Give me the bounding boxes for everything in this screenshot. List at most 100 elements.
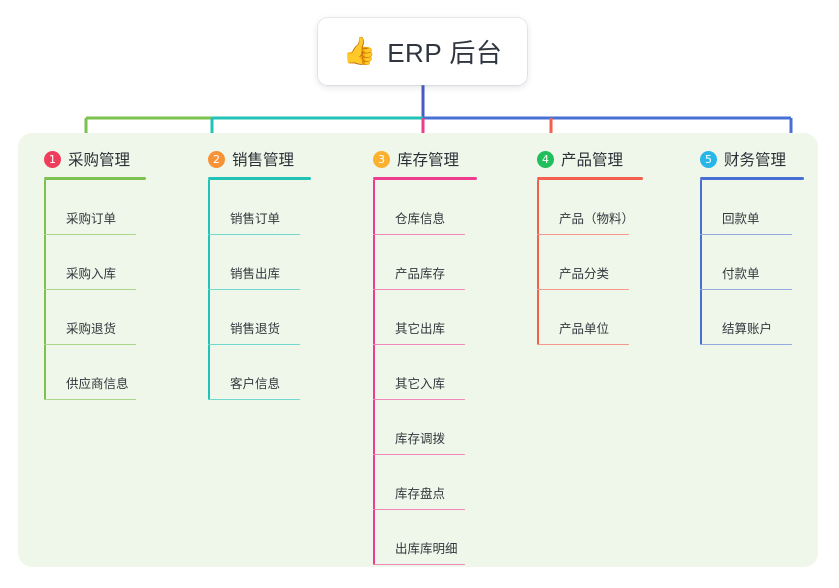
column-title: 采购管理 bbox=[68, 152, 131, 169]
leaf-underline bbox=[208, 233, 300, 235]
leaf-underline bbox=[208, 288, 300, 290]
leaf-label: 其它出库 bbox=[395, 322, 446, 336]
modules-panel bbox=[18, 133, 818, 567]
leaf-underline bbox=[700, 343, 792, 345]
column-items: 销售订单销售出库销售退货客户信息 bbox=[208, 180, 311, 400]
leaf-node[interactable]: 供应商信息 bbox=[44, 345, 146, 400]
leaf-underline bbox=[44, 343, 136, 345]
leaf-node[interactable]: 产品单位 bbox=[537, 290, 643, 345]
leaf-underline bbox=[208, 343, 300, 345]
column-underline bbox=[700, 177, 804, 180]
column-items: 仓库信息产品库存其它出库其它入库库存调拨库存盘点出库库明细 bbox=[373, 180, 477, 565]
leaf-label: 供应商信息 bbox=[66, 377, 129, 391]
leaf-underline bbox=[373, 343, 465, 345]
column-header-5[interactable]: 5 财务管理 bbox=[700, 147, 804, 171]
leaf-underline bbox=[537, 343, 629, 345]
column-underline bbox=[44, 177, 146, 180]
column-badge-icon: 2 bbox=[208, 150, 225, 168]
column-1: 1 采购管理采购订单采购入库采购退货供应商信息 bbox=[44, 147, 146, 400]
leaf-underline bbox=[537, 233, 629, 235]
column-badge-icon: 5 bbox=[700, 150, 717, 168]
column-spine bbox=[44, 180, 46, 400]
column-header-2[interactable]: 2 销售管理 bbox=[208, 147, 311, 171]
leaf-label: 销售退货 bbox=[230, 322, 281, 336]
leaf-node[interactable]: 结算账户 bbox=[700, 290, 804, 345]
leaf-underline bbox=[700, 233, 792, 235]
leaf-label: 付款单 bbox=[722, 267, 760, 281]
leaf-underline bbox=[537, 288, 629, 290]
column-header-4[interactable]: 4 产品管理 bbox=[537, 147, 643, 171]
column-spine bbox=[208, 180, 210, 400]
leaf-node[interactable]: 产品（物料） bbox=[537, 180, 643, 235]
root-node[interactable]: 👍 ERP 后台 bbox=[318, 18, 527, 85]
column-title: 财务管理 bbox=[724, 152, 787, 169]
leaf-node[interactable]: 产品分类 bbox=[537, 235, 643, 290]
column-items: 采购订单采购入库采购退货供应商信息 bbox=[44, 180, 146, 400]
column-underline bbox=[208, 177, 311, 180]
leaf-node[interactable]: 库存调拨 bbox=[373, 400, 477, 455]
leaf-label: 出库库明细 bbox=[395, 542, 458, 556]
leaf-label: 库存调拨 bbox=[395, 432, 446, 446]
leaf-label: 结算账户 bbox=[722, 322, 773, 336]
column-header-3[interactable]: 3 库存管理 bbox=[373, 147, 477, 171]
column-items: 回款单付款单结算账户 bbox=[700, 180, 804, 345]
leaf-underline bbox=[44, 398, 136, 400]
leaf-label: 销售订单 bbox=[230, 212, 281, 226]
leaf-node[interactable]: 仓库信息 bbox=[373, 180, 477, 235]
leaf-label: 其它入库 bbox=[395, 377, 446, 391]
column-badge-icon: 3 bbox=[373, 150, 390, 168]
column-4: 4 产品管理产品（物料） 产品分类产品单位 bbox=[537, 147, 643, 345]
leaf-node[interactable]: 销售退货 bbox=[208, 290, 311, 345]
column-3: 3 库存管理仓库信息产品库存其它出库其它入库库存调拨库存盘点出库库明细 bbox=[373, 147, 477, 565]
column-title: 销售管理 bbox=[232, 152, 295, 169]
leaf-underline bbox=[208, 398, 300, 400]
leaf-underline bbox=[373, 563, 465, 565]
leaf-node[interactable]: 采购订单 bbox=[44, 180, 146, 235]
leaf-node[interactable]: 销售出库 bbox=[208, 235, 311, 290]
column-spine bbox=[537, 180, 539, 345]
leaf-underline bbox=[44, 288, 136, 290]
leaf-underline bbox=[700, 288, 792, 290]
leaf-node[interactable]: 回款单 bbox=[700, 180, 804, 235]
column-title: 库存管理 bbox=[397, 152, 460, 169]
column-underline bbox=[537, 177, 643, 180]
column-underline bbox=[373, 177, 477, 180]
leaf-underline bbox=[373, 453, 465, 455]
leaf-label: 库存盘点 bbox=[395, 487, 446, 501]
column-title: 产品管理 bbox=[561, 152, 624, 169]
leaf-label: 采购退货 bbox=[66, 322, 117, 336]
leaf-label: 回款单 bbox=[722, 212, 760, 226]
leaf-node[interactable]: 采购退货 bbox=[44, 290, 146, 345]
leaf-label: 产品分类 bbox=[559, 267, 610, 281]
thumbs-up-icon: 👍 bbox=[342, 36, 377, 66]
leaf-underline bbox=[373, 288, 465, 290]
leaf-label: 仓库信息 bbox=[395, 212, 446, 226]
column-spine bbox=[373, 180, 375, 565]
leaf-underline bbox=[44, 233, 136, 235]
leaf-node[interactable]: 其它出库 bbox=[373, 290, 477, 345]
leaf-node[interactable]: 库存盘点 bbox=[373, 455, 477, 510]
leaf-node[interactable]: 采购入库 bbox=[44, 235, 146, 290]
leaf-label: 产品单位 bbox=[559, 322, 610, 336]
column-badge-icon: 1 bbox=[44, 150, 61, 168]
leaf-node[interactable]: 客户信息 bbox=[208, 345, 311, 400]
leaf-label: 产品（物料） bbox=[559, 212, 635, 226]
column-5: 5 财务管理回款单付款单结算账户 bbox=[700, 147, 804, 345]
column-header-1[interactable]: 1 采购管理 bbox=[44, 147, 146, 171]
leaf-underline bbox=[373, 233, 465, 235]
column-badge-icon: 4 bbox=[537, 150, 554, 168]
leaf-node[interactable]: 付款单 bbox=[700, 235, 804, 290]
leaf-label: 产品库存 bbox=[395, 267, 446, 281]
leaf-underline bbox=[373, 398, 465, 400]
leaf-label: 销售出库 bbox=[230, 267, 281, 281]
leaf-node[interactable]: 出库库明细 bbox=[373, 510, 477, 565]
leaf-node[interactable]: 销售订单 bbox=[208, 180, 311, 235]
leaf-label: 客户信息 bbox=[230, 377, 281, 391]
leaf-node[interactable]: 产品库存 bbox=[373, 235, 477, 290]
leaf-label: 采购订单 bbox=[66, 212, 117, 226]
leaf-underline bbox=[373, 508, 465, 510]
column-2: 2 销售管理销售订单销售出库销售退货客户信息 bbox=[208, 147, 311, 400]
column-spine bbox=[700, 180, 702, 345]
leaf-node[interactable]: 其它入库 bbox=[373, 345, 477, 400]
